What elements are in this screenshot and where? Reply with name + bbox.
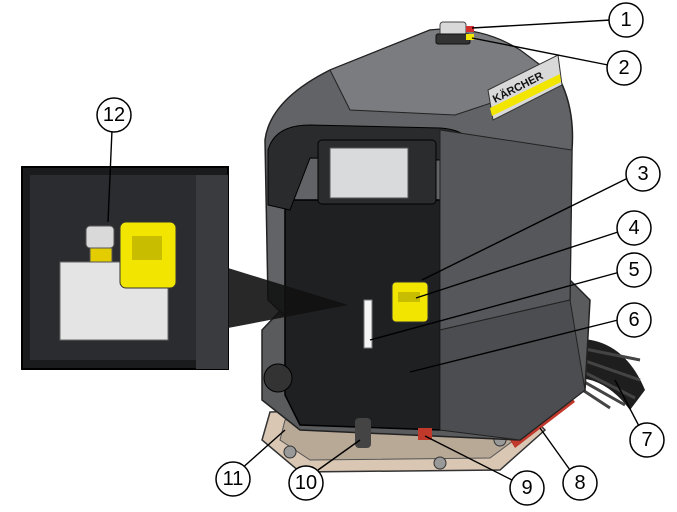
svg-text:12: 12 [103,104,125,126]
machine-body [261,28,591,441]
callout-1: 1 [608,2,644,38]
callout-4: 4 [616,210,652,246]
svg-text:10: 10 [295,472,317,494]
svg-text:7: 7 [641,429,652,451]
zoom-wedge [228,268,348,328]
svg-text:5: 5 [628,259,639,281]
key-switch [363,281,429,349]
svg-text:4: 4 [628,217,639,239]
callouts: 1 2 3 4 5 6 7 8 9 10 11 12 [96,2,665,506]
svg-text:1: 1 [620,9,631,31]
beacon-light [435,21,474,45]
callout-10: 10 [288,465,324,501]
svg-text:3: 3 [637,163,648,185]
detail-inset [21,166,229,370]
callout-11: 11 [215,461,251,497]
svg-text:6: 6 [628,309,639,331]
svg-text:2: 2 [618,57,629,79]
callout-5: 5 [616,252,652,288]
leader-lines [107,19,641,481]
callout-3: 3 [625,156,661,192]
callout-7: 7 [629,422,665,458]
svg-text:8: 8 [574,472,585,494]
callout-6: 6 [616,302,652,338]
callout-8: 8 [562,465,598,501]
svg-text:11: 11 [223,468,244,490]
callout-9: 9 [509,470,545,506]
callout-2: 2 [606,50,642,86]
lower-assembly [263,363,432,448]
svg-text:9: 9 [521,477,532,499]
callout-12: 12 [96,97,132,133]
